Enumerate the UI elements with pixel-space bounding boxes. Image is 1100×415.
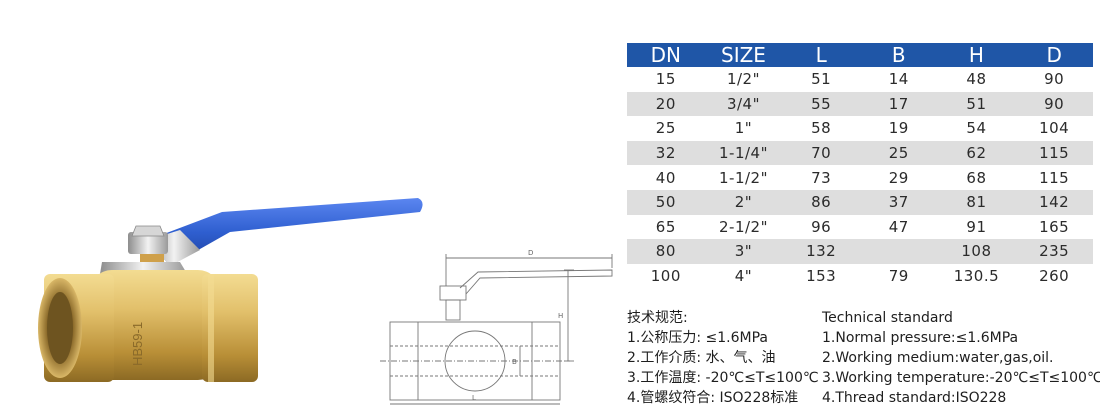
spec-table-header: DN SIZE L B H D — [627, 43, 1093, 67]
cell-d: 90 — [1044, 70, 1065, 89]
technical-notes-en: Technical standard 1.Normal pressure:≤1.… — [822, 308, 1100, 408]
col-d: D — [1015, 43, 1093, 67]
cell-dn: 25 — [655, 119, 676, 138]
cell-l: 132 — [782, 239, 860, 264]
dimension-drawing: D H B L — [380, 249, 613, 405]
table-row: 65 2-1/2" 96 47 91 165 — [627, 215, 1093, 240]
cell-h: 91 — [966, 217, 987, 236]
cell-size: 1-1/2" — [718, 168, 768, 187]
cell-b: 14 — [888, 70, 909, 89]
cell-dn: 32 — [627, 140, 705, 166]
cell-h: 62 — [937, 140, 1016, 166]
cell-d: 235 — [1015, 239, 1093, 264]
dim-d-label: D — [528, 249, 533, 257]
col-dn: DN — [627, 43, 705, 67]
cell-h: 51 — [937, 91, 1016, 117]
cell-dn: 100 — [650, 267, 681, 286]
cell-dn: 40 — [655, 168, 676, 187]
dim-l-label: L — [472, 394, 476, 402]
cell-l: 73 — [811, 168, 832, 187]
col-h: H — [937, 43, 1016, 67]
notes-cn-title: 技术规范: — [627, 310, 688, 326]
notes-cn-item: 2.工作介质: 水、气、油 — [627, 350, 776, 366]
cell-dn: 50 — [627, 189, 705, 215]
cell-l: 70 — [782, 140, 860, 166]
cell-size: 1" — [734, 119, 753, 138]
cell-d: 115 — [1015, 140, 1093, 166]
col-size: SIZE — [704, 43, 783, 67]
cell-size: 3/4" — [704, 91, 783, 117]
notes-cn-item: 4.管螺纹符合: ISO228标准 — [627, 390, 799, 406]
cell-l: 55 — [782, 91, 860, 117]
notes-en-item: 3.Working temperature:-20℃≤T≤100℃ — [822, 370, 1100, 386]
col-l: L — [782, 43, 860, 67]
col-b: B — [859, 43, 938, 67]
cell-h: 108 — [937, 239, 1016, 264]
cell-l: 58 — [811, 119, 832, 138]
cell-size: 3" — [704, 239, 783, 264]
cell-dn: 15 — [655, 70, 676, 89]
table-row: 15 1/2" 51 14 48 90 — [627, 67, 1093, 92]
valve-handle — [148, 198, 423, 266]
cell-b — [859, 239, 938, 264]
notes-en-item: 2.Working medium:water,gas,oil. — [822, 350, 1054, 366]
table-row: 40 1-1/2" 73 29 68 115 — [627, 165, 1093, 190]
cell-h: 130.5 — [953, 267, 1000, 286]
handle-brand-text: ZHONGDING CHINA — [292, 196, 349, 206]
cell-b: 17 — [859, 91, 938, 117]
cell-d: 104 — [1039, 119, 1070, 138]
cell-b: 19 — [888, 119, 909, 138]
cell-l: 51 — [811, 70, 832, 89]
cell-b: 29 — [888, 168, 909, 187]
cell-dn: 20 — [627, 91, 705, 117]
cell-b: 79 — [888, 267, 909, 286]
cell-dn: 65 — [655, 217, 676, 236]
cell-h: 81 — [937, 189, 1016, 215]
cell-size: 2" — [704, 189, 783, 215]
cell-d: 260 — [1039, 267, 1070, 286]
cell-dn: 80 — [627, 239, 705, 264]
cell-l: 153 — [806, 267, 837, 286]
cell-h: 48 — [966, 70, 987, 89]
cell-b: 37 — [859, 189, 938, 215]
notes-cn-item: 1.公称压力: ≤1.6MPa — [627, 330, 768, 346]
table-row: 25 1" 58 19 54 104 — [627, 116, 1093, 141]
cell-b: 47 — [888, 217, 909, 236]
cell-b: 25 — [859, 140, 938, 166]
cell-size: 1-1/4" — [704, 140, 783, 166]
body-marking-text: HB59-1 — [130, 322, 145, 366]
cell-size: 2-1/2" — [718, 217, 768, 236]
cell-h: 68 — [966, 168, 987, 187]
valve-photo: ZHONGDING CHINA HB59-1 — [38, 196, 423, 382]
cell-d: 115 — [1039, 168, 1070, 187]
notes-en-item: 1.Normal pressure:≤1.6MPa — [822, 330, 1019, 346]
cell-l: 86 — [782, 189, 860, 215]
cell-size: 1/2" — [726, 70, 760, 89]
dim-h-label: H — [558, 312, 563, 320]
notes-en-item: 4.Thread standard:ISO228 — [822, 390, 1007, 406]
cell-h: 54 — [966, 119, 987, 138]
cell-d: 142 — [1015, 189, 1093, 215]
cell-l: 96 — [811, 217, 832, 236]
notes-cn-item: 3.工作温度: -20℃≤T≤100℃ — [627, 370, 819, 386]
technical-notes-cn: 技术规范: 1.公称压力: ≤1.6MPa 2.工作介质: 水、气、油 3.工作… — [627, 308, 819, 408]
cell-d: 90 — [1015, 91, 1093, 117]
cell-size: 4" — [734, 267, 753, 286]
notes-en-title: Technical standard — [822, 310, 953, 326]
cell-d: 165 — [1039, 217, 1070, 236]
dim-b-label: B — [512, 358, 517, 366]
table-row: 100 4" 153 79 130.5 260 — [627, 264, 1093, 289]
